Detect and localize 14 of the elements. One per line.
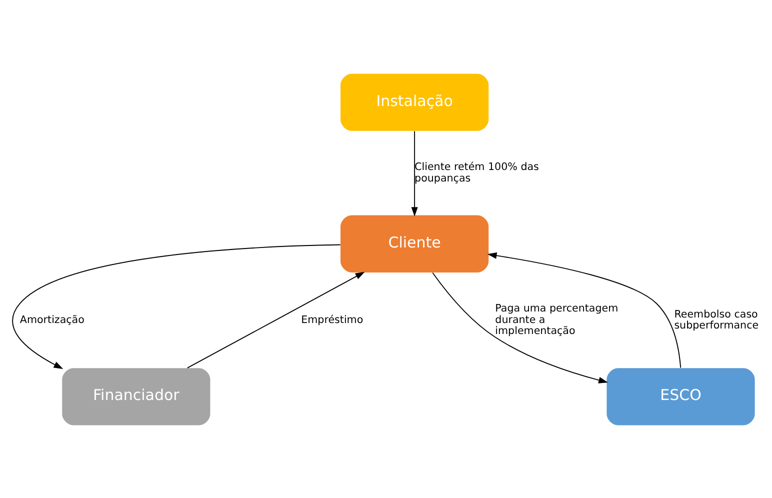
arrow [12,244,341,368]
arrow [487,252,682,368]
edge-label: Empréstimo [301,313,364,326]
edge-label: Amortização [20,313,84,326]
node-box: Instalação [340,73,489,130]
edge-label: Paga uma percentagem durante a implementação [495,302,618,337]
arrow [432,272,608,383]
arrow [186,271,365,368]
arrow [411,130,418,216]
node-box: Financiador [62,368,210,425]
edge-label: Reembolso caso subperformance [674,308,759,332]
node-box: ESCO [606,368,755,425]
edge-label: Cliente retém 100% das poupanças [414,160,539,184]
node-box: Cliente [340,214,489,272]
